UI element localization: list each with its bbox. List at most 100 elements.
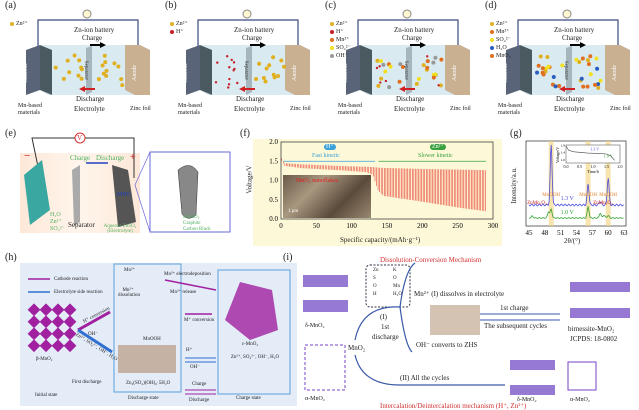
charge-arrow-icon [90, 42, 106, 48]
electrolyte-label: Electrolyte [554, 105, 585, 113]
mn-legend: Mn²⁺ [124, 268, 136, 273]
ion-dot [426, 55, 429, 58]
discharge-label: Discharge [76, 95, 105, 103]
f-xtick: 300 [488, 222, 499, 230]
battery-title: Zn-ion battery [554, 26, 595, 34]
f-fast-kinetic: Fast kinetic [312, 153, 340, 159]
electrolyte-label: Electrolyte [394, 105, 425, 113]
mnooh-label: MnOOH [542, 193, 560, 198]
sem-scale: 1 μm [288, 209, 299, 214]
ion-dot [102, 53, 107, 58]
battery-title: Zn-ion battery [234, 26, 275, 34]
h-charge-label: Charge [192, 382, 207, 387]
g-inset-curve [565, 145, 615, 161]
ion-dot [437, 84, 440, 87]
jcpds-label: JCPDS: 18-0802 [570, 335, 618, 343]
plus-sign: + [130, 152, 136, 163]
dissolution-conversion-title: Dissolution-Conversion Mechanism [380, 256, 482, 264]
charge-arrow-icon [410, 42, 426, 48]
oh-minus-label: OH⁻ [190, 365, 200, 370]
charge-label: Charge [562, 34, 583, 42]
electrolyte-label: Electrolyte [74, 105, 105, 113]
f-xtick: 50 [313, 222, 321, 230]
ion-dot [421, 63, 426, 68]
ion-dot [593, 82, 598, 87]
i-legend-box [365, 264, 411, 308]
ion-dot [216, 61, 219, 64]
ion-dot [540, 70, 545, 75]
ion-dot [551, 74, 556, 79]
epsilon-mno2-label: ε-MnO₂ [242, 342, 259, 347]
ion-dot [76, 73, 81, 78]
ion-dot [557, 83, 562, 88]
cathode-material-label: Mn-based materials [338, 103, 362, 116]
g-xtick: 63 [621, 229, 629, 237]
ion-dot [77, 58, 82, 63]
separator [72, 165, 80, 226]
h-legend-electrolyte: Electrolyte side reaction [54, 290, 103, 295]
ion-dot [53, 65, 58, 70]
all-cycles-label: (II) All the cycles [400, 374, 450, 382]
voltmeter-label: V [77, 134, 83, 142]
cathode-slab [186, 45, 200, 95]
ion-dot [228, 66, 231, 69]
charge-label: Charge [242, 34, 263, 42]
legend-label: Zn²⁺ [336, 21, 348, 27]
ion-dot [585, 58, 590, 63]
birnessite-label: birnessite-MnO₂ [568, 325, 615, 333]
discharge-arrow-icon [399, 86, 415, 92]
charge-label: Charge [70, 154, 91, 162]
light-bulb-icon [82, 9, 92, 19]
birnessite-layer [570, 282, 630, 292]
mn-dissolution-label: Mn²⁺ dissolution [118, 288, 140, 298]
ion-dot [553, 84, 558, 89]
light-bulb-icon [402, 9, 412, 19]
discharge-label: Discharge [556, 95, 585, 103]
g-xtick: 48 [541, 229, 549, 237]
battery-b-drawing [170, 9, 310, 95]
panel-e-label: (e) [5, 128, 17, 139]
inset-ytick: 1.4 [561, 151, 566, 155]
discharge-label: Discharge [96, 154, 125, 162]
znmn2o4-label: ZnMn₂O₄ [593, 201, 613, 206]
sem-title: MnO₂ nanoflakes [296, 178, 339, 184]
separator-label: Separator [68, 221, 95, 229]
mnooh-label: MnOOH [579, 193, 597, 198]
f-xtick: 200 [417, 222, 428, 230]
epsilon-mno2-crystal [225, 282, 278, 340]
ion-dot [104, 68, 109, 73]
ion-dot [416, 76, 421, 81]
anode-material-label: Zinc foil [290, 106, 311, 112]
cathode-material-label: Mn-based materials [178, 103, 202, 116]
battery-title: Zn-ion battery [74, 26, 115, 34]
inset-xtick: 1.5 [604, 164, 609, 169]
legend-zn: Zn²⁺ [50, 219, 62, 225]
h-plus-label: H⁺ [186, 348, 193, 353]
separator-slab [406, 46, 412, 95]
ion-dot [398, 62, 403, 67]
legend-dot-icon [10, 22, 14, 26]
panel-f-label: (f) [240, 128, 250, 139]
legend-dot-icon [330, 46, 334, 50]
battery-a-drawing [10, 9, 150, 95]
ion-dot [272, 75, 277, 80]
inset-point-label: 1.0 V [604, 154, 613, 159]
separator-slab [566, 46, 572, 95]
delta-mno2-product-label: δ-MnO₂ [517, 397, 537, 403]
ion-dot [580, 56, 585, 61]
electrolyte-label: Aqueous ZnSO₄ (Electrolyte) [103, 224, 137, 234]
charge-label: Charge [402, 34, 423, 42]
ion-dot [595, 66, 600, 71]
minus-sign: − [24, 150, 31, 162]
inset-xtick: 1.0 [591, 164, 596, 169]
legend-dot-icon [330, 54, 334, 58]
panel-h-label: (h) [5, 252, 17, 263]
initial-state-label: Initial state [35, 393, 58, 398]
battery-d-drawing [490, 9, 630, 95]
ion-dot [271, 55, 276, 60]
f-plot-frame [280, 141, 494, 220]
cathode-material-label: Mn-based materials [18, 103, 42, 116]
ion-dot [439, 57, 444, 62]
